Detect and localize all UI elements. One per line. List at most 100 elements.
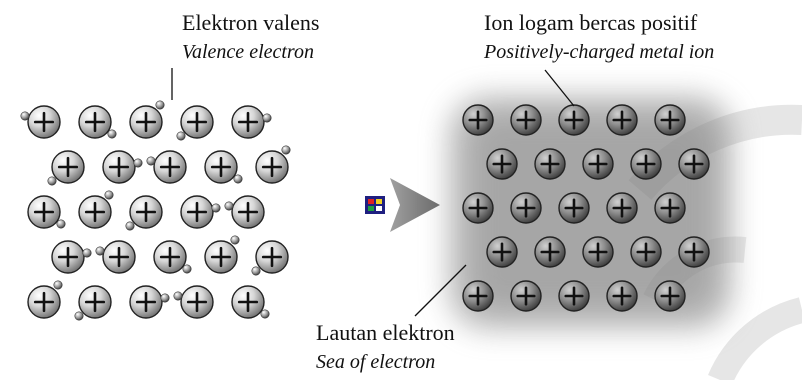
plus-sign [540, 154, 560, 174]
plus-sign [516, 110, 536, 130]
positive-ion-icon [255, 240, 289, 274]
electron-icon [20, 111, 30, 121]
plus-sign [237, 291, 259, 313]
positive-ion-icon [102, 150, 136, 184]
positive-ion-icon [558, 104, 590, 136]
plus-sign [159, 156, 181, 178]
positive-ion-icon [102, 240, 136, 274]
positive-ion-icon [231, 285, 265, 319]
electron-icon [146, 156, 156, 166]
positive-ion-icon [654, 104, 686, 136]
electron-icon [173, 291, 183, 301]
positive-ion-icon [153, 150, 187, 184]
plus-sign [237, 201, 259, 223]
valence-label-main: Elektron valens [182, 10, 319, 35]
sea-label-main: Lautan elektron [316, 320, 455, 345]
plus-sign [261, 246, 283, 268]
positive-ion-icon [180, 285, 214, 319]
positive-ion-icon [486, 148, 518, 180]
positive-ion-icon [630, 148, 662, 180]
electron-icon [224, 201, 234, 211]
positive-ion-icon [204, 150, 238, 184]
plus-sign [468, 198, 488, 218]
plus-sign [186, 111, 208, 133]
arrow-right-icon [390, 178, 440, 232]
plus-sign [84, 111, 106, 133]
electron-icon [95, 246, 105, 256]
plus-sign [516, 286, 536, 306]
ion-label-main: Ion logam bercas positif [484, 10, 698, 35]
positive-ion-icon [51, 150, 85, 184]
plus-sign [135, 111, 157, 133]
positive-ion-icon [654, 192, 686, 224]
plus-sign [186, 201, 208, 223]
electron-icon [230, 235, 240, 245]
plus-sign [57, 246, 79, 268]
plus-sign [261, 156, 283, 178]
plus-sign [84, 201, 106, 223]
electron-icon [176, 131, 186, 141]
positive-ion-icon [582, 148, 614, 180]
plus-sign [33, 111, 55, 133]
metal-ion-label: Ion logam bercas positif Positively-char… [483, 10, 714, 63]
plus-sign [468, 286, 488, 306]
electron-sea-label: Lautan elektron Sea of electron [316, 320, 455, 373]
electron-icon [251, 266, 261, 276]
positive-ion-icon [78, 285, 112, 319]
plus-sign [564, 286, 584, 306]
plus-sign [540, 242, 560, 262]
positive-ion-icon [78, 195, 112, 229]
electron-icon [47, 176, 57, 186]
plus-sign [210, 156, 232, 178]
ion-leader-line [544, 69, 575, 107]
plus-sign [612, 110, 632, 130]
electron-icon [260, 309, 270, 319]
electron-icon [53, 280, 63, 290]
positive-ion-icon [27, 195, 61, 229]
valence-electron-label: Elektron valens Valence electron [182, 10, 319, 63]
positive-ion-icon [510, 280, 542, 312]
electron-icon [74, 311, 84, 321]
positive-ion-icon [129, 105, 163, 139]
electron-icon [281, 145, 291, 155]
positive-ion-icon [462, 280, 494, 312]
positive-ion-icon [180, 105, 214, 139]
positive-ion-icon [204, 240, 238, 274]
plus-sign [186, 291, 208, 313]
positive-ion-icon [510, 192, 542, 224]
plus-sign [237, 111, 259, 133]
plus-sign [468, 110, 488, 130]
plus-sign [588, 154, 608, 174]
plus-sign [564, 198, 584, 218]
positive-ion-icon [51, 240, 85, 274]
positive-ion-icon [534, 148, 566, 180]
plus-sign [135, 201, 157, 223]
electron-icon [182, 264, 192, 274]
positive-ion-icon [255, 150, 289, 184]
electron-icon [133, 158, 143, 168]
positive-ion-icon [231, 105, 265, 139]
plus-sign [636, 242, 656, 262]
sea-leader-line [414, 264, 467, 317]
positive-ion-icon [534, 236, 566, 268]
positive-ion-icon [654, 280, 686, 312]
electron-icon [155, 100, 165, 110]
ion-label-sub: Positively-charged metal ion [483, 41, 714, 63]
positive-ion-icon [78, 105, 112, 139]
positive-ion-icon [27, 105, 61, 139]
positive-ion-icon [231, 195, 265, 229]
positive-ion-icon [129, 285, 163, 319]
plus-sign [159, 246, 181, 268]
plus-sign [84, 291, 106, 313]
positive-ion-icon [678, 148, 710, 180]
plus-sign [684, 242, 704, 262]
positive-ion-icon [486, 236, 518, 268]
plus-sign [108, 246, 130, 268]
electron-icon [233, 174, 243, 184]
sea-label-sub: Sea of electron [316, 351, 435, 373]
positive-ion-icon [558, 280, 590, 312]
electron-icon [125, 221, 135, 231]
plus-sign [660, 286, 680, 306]
electron-icon [82, 248, 92, 258]
positive-ion-icon [129, 195, 163, 229]
